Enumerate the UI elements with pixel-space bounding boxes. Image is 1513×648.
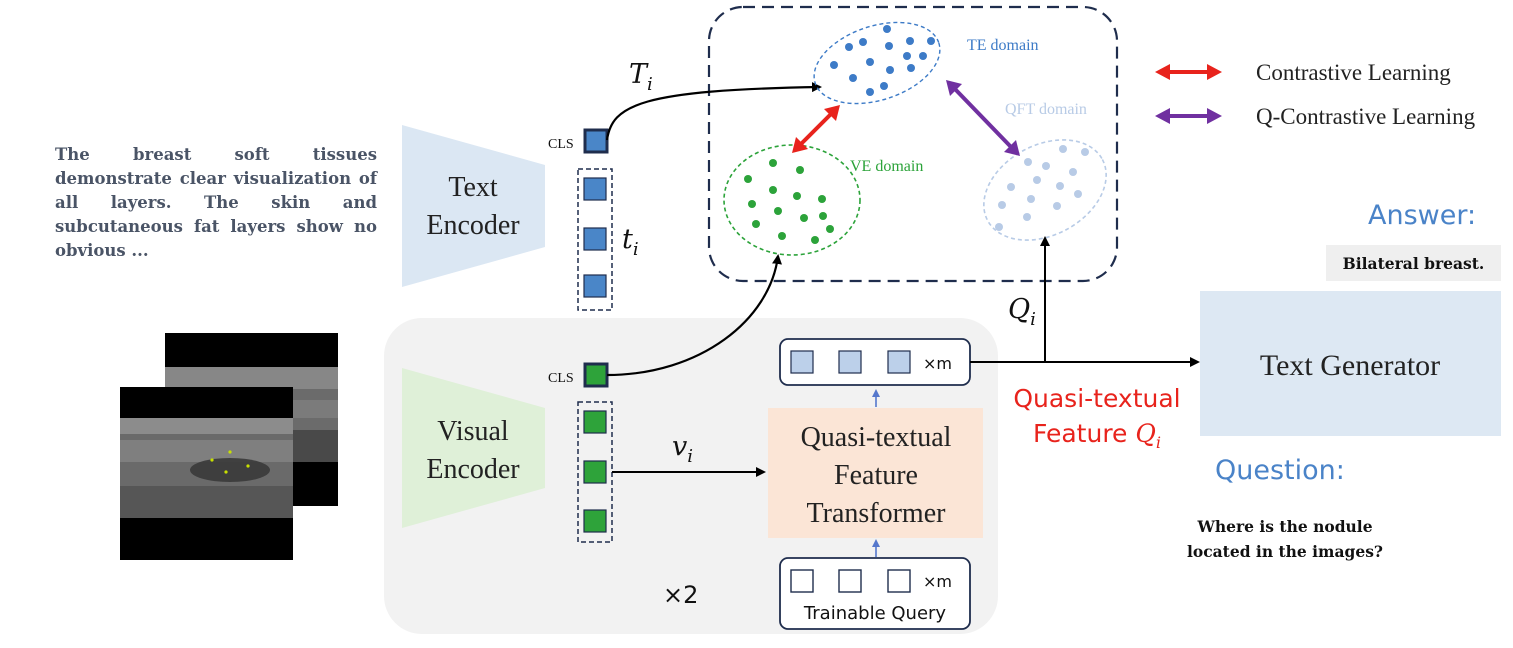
output-times-m: ×m <box>923 354 952 373</box>
radiology-report-text: The breast soft tissues demonstrate clea… <box>55 145 377 260</box>
text-encoder-label-2: Encoder <box>426 210 520 241</box>
answer-title: Answer: <box>1368 200 1477 231</box>
te-domain-label: TE domain <box>967 37 1039 54</box>
qft-domain-dots <box>995 145 1089 231</box>
trainable-query-box <box>779 557 971 630</box>
qft-domain-ellipse <box>983 139 1107 241</box>
visual-encoder-block <box>402 368 545 528</box>
visual-cls-arrow <box>606 254 782 377</box>
answer-text: Bilateral breast. <box>1342 253 1485 273</box>
legend-contrastive-arrow <box>1155 64 1222 80</box>
te-domain-ellipse <box>813 21 941 105</box>
ve-domain-dots <box>744 159 834 244</box>
visual-token <box>583 509 607 533</box>
latent-space-container <box>707 5 1119 283</box>
te-qft-q-contrastive-arrow <box>946 80 1020 156</box>
transformer-label-2: Feature <box>834 460 918 491</box>
visual-encoder-label-1: Visual <box>437 416 509 447</box>
transformer-label-1: Quasi-textual <box>801 422 952 453</box>
text-generator-label: Text Generator <box>1260 349 1440 382</box>
trainable-query-label: Trainable Query <box>803 603 946 624</box>
visual-branch-panel <box>384 318 998 634</box>
trainable-times-m: ×m <box>923 572 952 591</box>
visual-encoder-label-2: Encoder <box>426 454 520 485</box>
visual-cls-token <box>583 362 609 388</box>
text-cls-token <box>583 128 609 154</box>
text-encoder-block <box>402 125 545 287</box>
ve-domain-label: VE domain <box>850 158 923 175</box>
text-encoder-label-1: Text <box>448 172 498 203</box>
text-token <box>583 227 607 251</box>
text-token <box>583 274 607 298</box>
trainable-query-token <box>838 569 862 593</box>
Q-i-label: Qi <box>1008 294 1036 330</box>
output-query-token <box>887 350 911 374</box>
quasi-feature-label-2: Feature Qi <box>1033 419 1161 452</box>
question-line-1: Where is the nodule <box>1197 517 1373 536</box>
t-i-label: ti <box>622 224 639 260</box>
question-title: Question: <box>1215 455 1345 486</box>
legend-contrastive-label: Contrastive Learning <box>1256 60 1451 85</box>
answer-box: Bilateral breast. <box>1326 245 1501 281</box>
legend-q-contrastive-label: Q-Contrastive Learning <box>1256 104 1476 129</box>
output-query-token <box>838 350 862 374</box>
ve-domain-ellipse <box>723 144 861 256</box>
text-cls-arrow <box>605 82 822 141</box>
trainable-query-token <box>790 569 814 593</box>
text-cls-label: CLS <box>548 137 574 152</box>
text-token-group <box>577 168 613 311</box>
ultrasound-image-front <box>120 387 293 560</box>
trainable-query-token <box>887 569 911 593</box>
legend-q-contrastive-arrow <box>1155 108 1222 124</box>
text-generator-block <box>1200 291 1501 436</box>
te-domain-dots <box>830 25 935 96</box>
visual-token <box>583 460 607 484</box>
visual-token <box>583 410 607 434</box>
T-i-label: Ti <box>629 59 653 95</box>
v-i-label: vi <box>672 431 693 467</box>
question-text: Where is the nodule located in the image… <box>1155 514 1415 564</box>
output-query-token <box>790 350 814 374</box>
transformer-label-3: Transformer <box>807 498 947 529</box>
quasi-feature-label-1: Quasi-textual <box>1013 384 1180 413</box>
times-two-label: ×2 <box>663 581 698 609</box>
visual-cls-label: CLS <box>548 371 574 386</box>
text-token <box>583 177 607 201</box>
qft-domain-label: QFT domain <box>1005 101 1087 118</box>
quasi-textual-feature-transformer <box>768 408 983 538</box>
te-ve-contrastive-arrow <box>792 105 840 153</box>
question-line-2: located in the images? <box>1186 542 1384 561</box>
